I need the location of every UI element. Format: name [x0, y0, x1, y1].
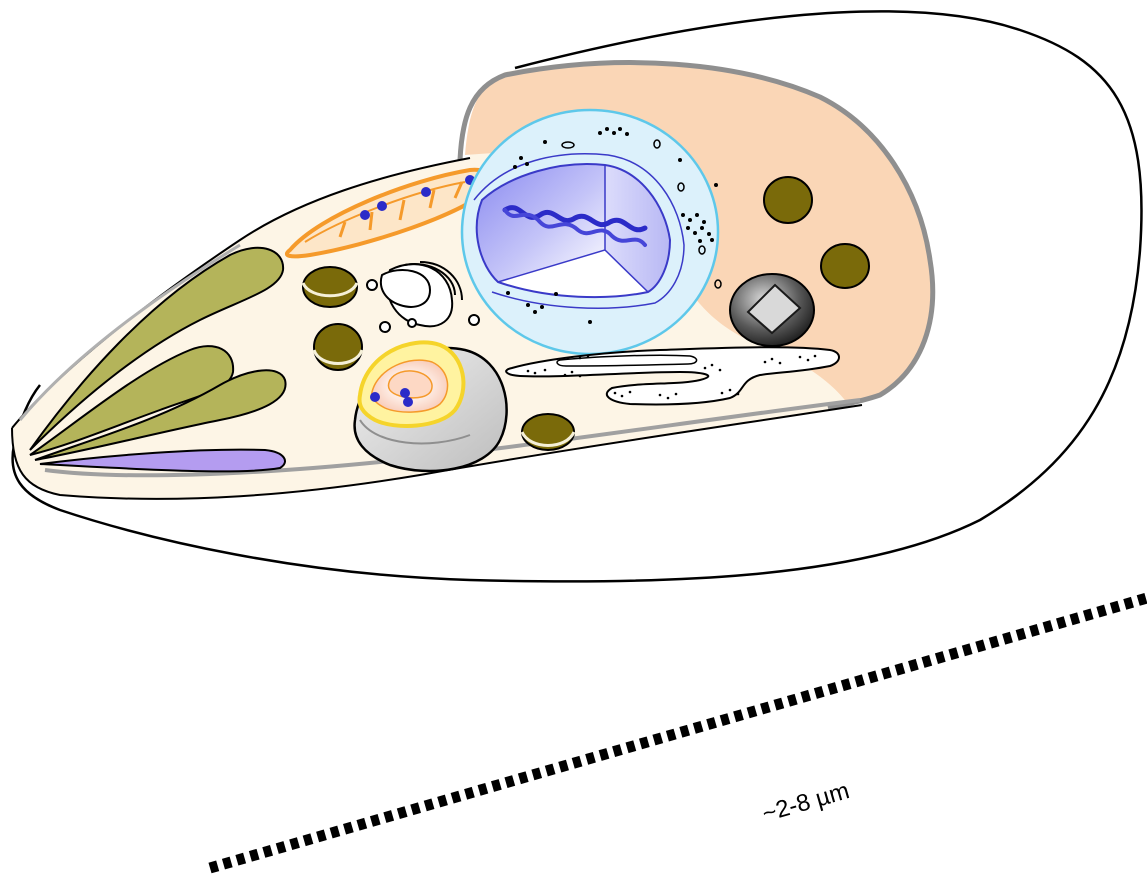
granule-4	[764, 177, 812, 223]
scale-bar	[210, 598, 1147, 868]
granule-3	[522, 414, 574, 450]
granule-2	[314, 324, 362, 370]
scale-label: ~2-8 µm	[759, 777, 852, 828]
nucleus	[462, 110, 721, 354]
granule-5	[821, 244, 869, 288]
crystal-body	[730, 274, 814, 346]
granule-1	[303, 267, 357, 307]
